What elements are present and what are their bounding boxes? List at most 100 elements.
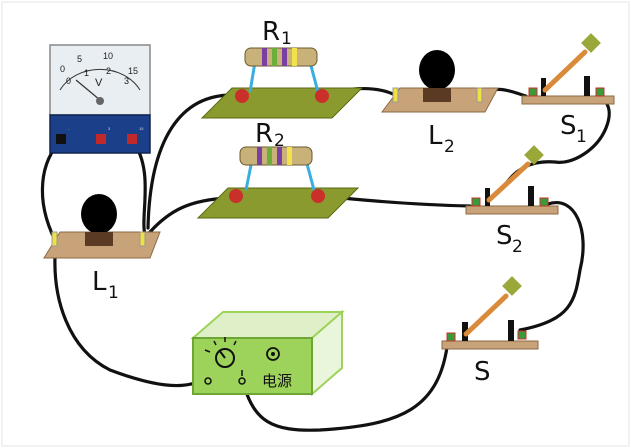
r1-band-1 <box>262 48 267 66</box>
l1-label: L <box>92 267 107 297</box>
s-terminal-left <box>446 332 456 342</box>
s1-terminal-left <box>528 87 538 97</box>
s1-terminal-right <box>595 87 605 97</box>
l2-label-sub: 2 <box>444 137 455 157</box>
wire-psu-s <box>242 338 450 432</box>
terminal-neg <box>56 134 66 144</box>
scale-bottom-1: 1 <box>84 68 89 78</box>
psu-terminal-neg <box>204 377 212 385</box>
r2-label-sub: 2 <box>274 131 285 151</box>
l2-clip-right <box>476 87 483 103</box>
s1-post-right <box>584 76 590 96</box>
scale-top-0: 0 <box>60 64 65 74</box>
r1-body <box>244 47 318 67</box>
s1-label: S <box>560 111 577 141</box>
lamp-l2: L 2 <box>381 50 499 157</box>
voltmeter-arc <box>59 68 141 91</box>
psu-dial-tick-4 <box>233 340 237 346</box>
lamp-l1: L 1 <box>43 194 161 303</box>
l1-bulb <box>81 194 117 234</box>
scale-top-10: 10 <box>103 51 113 61</box>
s-label: S <box>474 357 491 387</box>
terminal-3 <box>96 134 106 144</box>
r1-band-3 <box>282 48 287 66</box>
r1-lead-right <box>308 61 320 93</box>
wire-s2-s <box>518 201 585 332</box>
r2-band-1 <box>257 147 262 165</box>
l1-label-sub: 1 <box>108 283 119 303</box>
s2-post-right <box>528 186 534 206</box>
voltmeter-pivot <box>96 97 104 105</box>
voltmeter-unit: V <box>95 77 103 89</box>
wire-l1-r1 <box>146 93 234 230</box>
s2-post-left <box>485 188 490 206</box>
r1-label-sub: 1 <box>281 29 292 49</box>
r1-lead-left <box>248 61 257 93</box>
terminal-label-15: 15 <box>139 126 144 131</box>
r2-terminal-right <box>311 189 325 203</box>
l2-bulb <box>419 50 455 90</box>
r1-terminal-right <box>315 89 329 103</box>
wire-meter-l1b <box>130 138 147 237</box>
psu-label: 电源 <box>262 372 292 390</box>
psu-switch-dot <box>271 352 275 356</box>
s-terminal-right <box>517 330 527 340</box>
resistor-r2: R 2 <box>196 119 360 219</box>
terminal-label-3: 3 <box>108 126 111 131</box>
scale-bottom-0: 0 <box>66 76 71 86</box>
s-blade <box>463 293 509 337</box>
r1-label: R <box>262 17 280 47</box>
s2-blade <box>486 161 531 203</box>
terminal-label-neg: - <box>68 126 70 131</box>
scale-bottom-3: 3 <box>124 76 129 86</box>
s1-blade <box>542 49 588 93</box>
psu-dial[interactable] <box>215 348 235 368</box>
voltmeter: 0 5 10 15 0 1 2 3 V - 3 15 <box>49 44 151 154</box>
r2-terminal-left <box>229 189 243 203</box>
psu-dial-pointer <box>218 349 226 359</box>
l2-socket <box>423 88 451 102</box>
r1-terminal-left <box>235 89 249 103</box>
r2-label: R <box>255 119 273 149</box>
l1-clip-right <box>139 231 146 247</box>
r2-band-2 <box>267 147 272 165</box>
s2-terminal-right <box>539 197 549 207</box>
l2-label: L <box>428 121 443 151</box>
switch-s: S <box>441 276 539 387</box>
l1-socket <box>85 232 113 246</box>
r1-board <box>200 87 364 119</box>
wire-l1-psu <box>53 240 207 388</box>
scale-bottom-2: 2 <box>106 66 111 76</box>
resistor-r1: R 1 <box>200 17 364 119</box>
r1-band-4 <box>292 48 297 66</box>
s1-label-sub: 1 <box>576 127 587 147</box>
s2-terminal-left <box>471 197 481 207</box>
wire-meter-l1 <box>40 138 64 242</box>
r2-board <box>196 187 360 219</box>
voltmeter-needle <box>75 79 101 101</box>
s2-base <box>465 205 559 215</box>
s1-post-left <box>541 78 546 96</box>
s-post-right <box>508 320 514 341</box>
switch-s1: S 1 <box>521 33 615 147</box>
l1-clip-left <box>51 231 58 247</box>
s1-base <box>521 95 615 105</box>
r1-band-2 <box>272 48 277 66</box>
terminal-15 <box>127 134 137 144</box>
psu-dial-tick-2 <box>213 340 217 346</box>
psu-switch-icon[interactable] <box>266 347 280 361</box>
r2-band-4 <box>287 147 292 165</box>
power-supply: 电源 <box>190 309 345 397</box>
s-post-left <box>462 322 468 341</box>
psu-dial-tick-1 <box>204 349 211 353</box>
s2-label: S <box>496 221 513 251</box>
scale-top-15: 15 <box>128 66 138 76</box>
psu-terminal-pos <box>238 377 246 385</box>
r2-band-3 <box>277 147 282 165</box>
l2-clip-left <box>392 87 399 103</box>
psu-front <box>192 337 313 395</box>
scale-top-5: 5 <box>77 54 82 64</box>
